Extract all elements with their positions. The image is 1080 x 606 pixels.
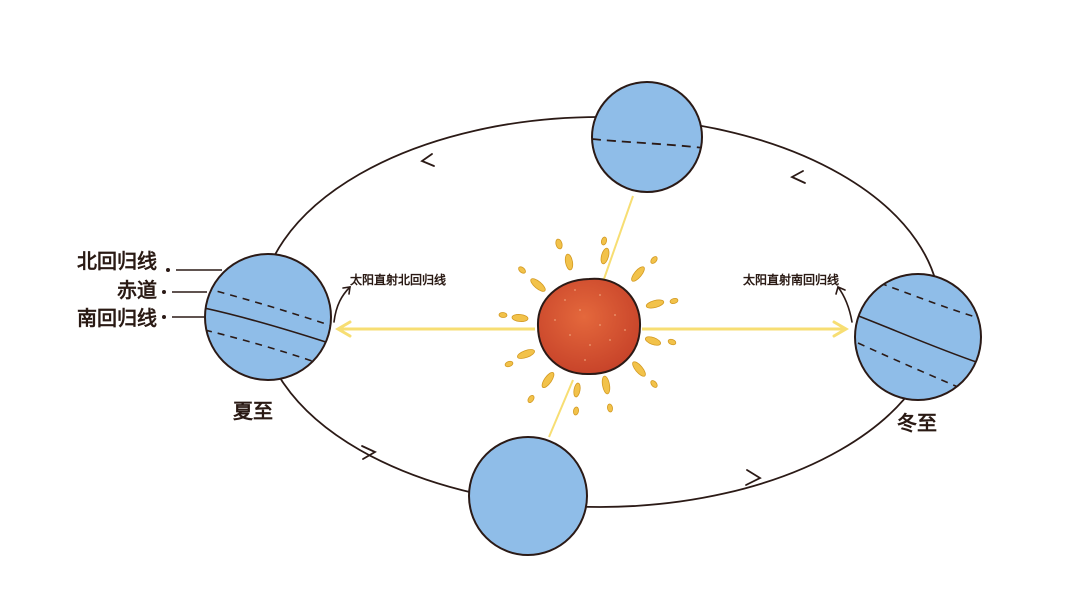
label-tropic-of-capricorn: 南回归线: [77, 306, 157, 330]
pointer-arrowhead-right: [835, 285, 846, 295]
label-winter-solstice: 冬至: [897, 411, 937, 435]
label-sun-direct-north: 太阳直射北回归线: [350, 272, 446, 287]
sun: [536, 277, 642, 376]
earth-bottom: [468, 436, 588, 556]
orbit-arrow-bottom-left: [361, 445, 377, 460]
orbit-arrow-top-left: [420, 153, 435, 167]
label-sun-direct-south: 太阳直射南回归线: [743, 272, 839, 287]
label-equator: 赤道: [117, 278, 157, 302]
latitude-pointers: [162, 268, 222, 319]
pointer-arrow-left: [333, 286, 351, 323]
sunlight-line-bottom: [548, 379, 574, 438]
sunlight-line-top: [603, 195, 634, 280]
label-tropic-of-cancer: 北回归线: [77, 249, 157, 273]
pointer-arrow-right: [837, 286, 853, 323]
orbit-arrow-bottom-right: [745, 469, 762, 486]
sun-rays: [498, 236, 679, 416]
earth-winter-solstice: [854, 273, 982, 401]
sunlight-arrowhead-right: [832, 320, 849, 338]
earth-summer-solstice: [204, 253, 332, 381]
pointer-arrowhead-left: [342, 286, 351, 295]
orbit-arrow-top-right: [789, 170, 806, 184]
label-summer-solstice: 夏至: [233, 399, 273, 423]
sunlight-arrowhead-left: [335, 320, 352, 338]
earth-top: [591, 81, 703, 193]
